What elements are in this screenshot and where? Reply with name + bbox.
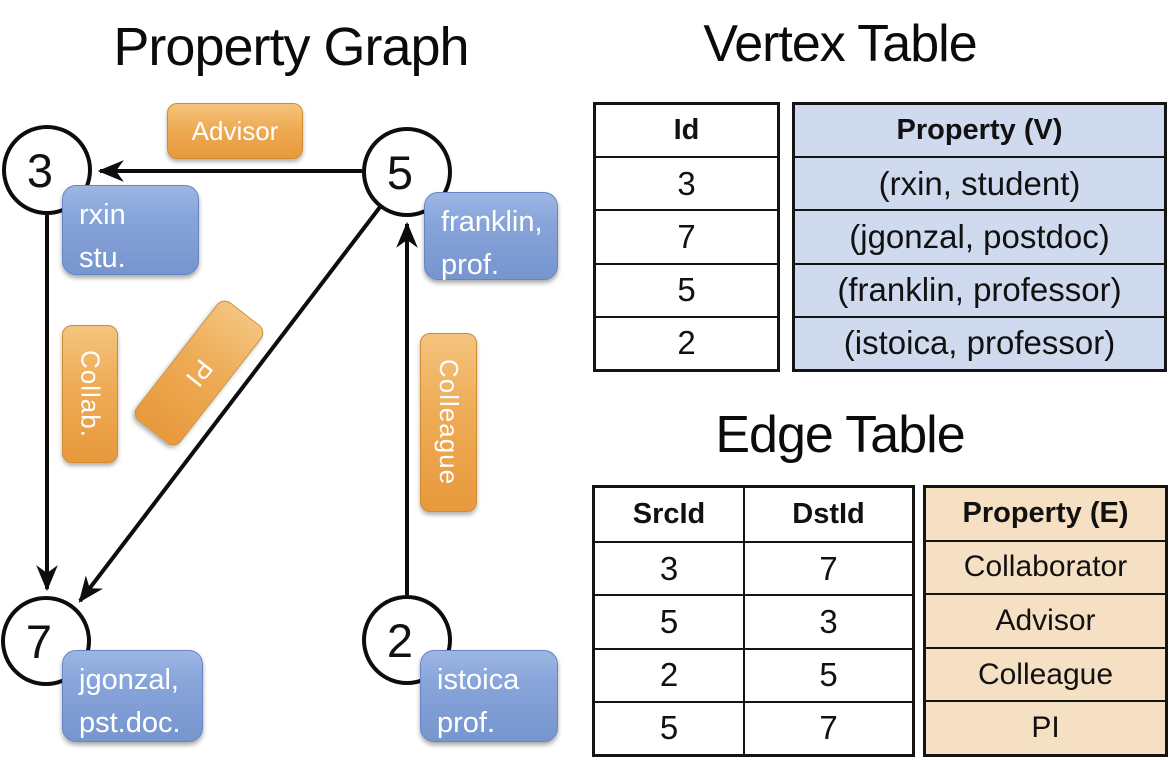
edge-table-title: Edge Table [715, 406, 965, 464]
vertex-label-rxin-line1: rxin [79, 199, 126, 231]
edge-label-collab-text: Collab. [75, 350, 106, 438]
node-3-id: 3 [26, 143, 54, 197]
vertex-table-id-header: Id [673, 114, 700, 147]
vertex-label-istoica: istoica prof. [420, 650, 558, 742]
edge-table-dstid-header: DstId [743, 488, 912, 542]
edge-table-row-src: 5 [595, 594, 743, 647]
edge-table-row-property: PI [926, 700, 1165, 754]
edge-label-advisor-text: Advisor [191, 115, 279, 146]
vertex-table-row-id: 5 [596, 262, 777, 316]
edge-label-colleague-text: Colleague [434, 359, 464, 486]
vertex-table-row-id: 2 [596, 315, 777, 369]
vertex-table-title: Vertex Table [703, 15, 977, 73]
vertex-table-property-column: Property (V) (rxin, student) (jgonzal, p… [792, 102, 1167, 372]
node-2-id: 2 [386, 613, 414, 667]
edge-table-row-property: Colleague [926, 646, 1165, 701]
edge-table-ids-columns: SrcId DstId 3 7 5 3 2 5 5 7 [592, 485, 915, 757]
vertex-label-istoica-line2: prof. [437, 706, 496, 739]
vertex-table-row-property: (istoica, professor) [795, 315, 1164, 370]
edge-table-row-dst: 3 [743, 594, 912, 648]
vertex-table-id-column: Id 3 7 5 2 [593, 102, 780, 372]
vertex-table-row-id: 3 [596, 156, 777, 209]
edge-table-row-property: Collaborator [926, 539, 1165, 594]
vertex-label-istoica-line1: istoica [437, 664, 520, 696]
edge-label-colleague: Colleague [420, 333, 477, 512]
node-5-id: 5 [386, 145, 414, 199]
vertex-label-jgonzal: jgonzal, pst.doc. [62, 650, 203, 742]
edge-table-property-header: Property (E) [926, 488, 1165, 540]
edge-label-collab: Collab. [62, 325, 118, 463]
edge-table-row-src: 5 [595, 700, 743, 754]
edge-table-row-dst: 7 [743, 700, 912, 754]
property-graph-title: Property Graph [113, 17, 469, 77]
edge-table-row-src: 3 [595, 541, 743, 594]
graph-edges-canvas [36, 160, 418, 603]
vertex-label-franklin: franklin, prof. [424, 192, 558, 281]
edge-table-row-dst: 7 [743, 541, 912, 595]
vertex-label-franklin-line1: franklin, [441, 206, 543, 238]
edge-table-row-src: 2 [595, 647, 743, 701]
graph-node-5: 5 [362, 127, 452, 217]
edge-label-pi-text: PI [179, 353, 220, 394]
vertex-label-franklin-line2: prof. [441, 248, 500, 281]
edge-label-advisor: Advisor [167, 103, 303, 159]
edge-table-property-column: Property (E) Collaborator Advisor Collea… [923, 485, 1168, 757]
vertex-table-row-id: 7 [596, 209, 777, 262]
edge-arrow-5-to-7-pi [78, 205, 382, 603]
vertex-label-rxin: rxin stu. [62, 185, 199, 275]
vertex-table-property-header: Property (V) [795, 105, 1164, 157]
vertex-label-jgonzal-line1: jgonzal, [79, 664, 179, 696]
vertex-table-row-property: (franklin, professor) [795, 262, 1164, 316]
graph-node-2: 2 [362, 595, 452, 685]
vertex-label-jgonzal-line2: pst.doc. [79, 706, 181, 739]
vertex-table-row-property: (rxin, student) [795, 156, 1164, 210]
vertex-label-rxin-line2: stu. [79, 241, 126, 274]
edge-table-row-dst: 5 [743, 647, 912, 701]
edge-table-srcid-header: SrcId [632, 498, 706, 531]
edge-table-row-property: Advisor [926, 593, 1165, 647]
node-7-id: 7 [25, 614, 53, 668]
vertex-table-row-property: (jgonzal, postdoc) [795, 209, 1164, 263]
